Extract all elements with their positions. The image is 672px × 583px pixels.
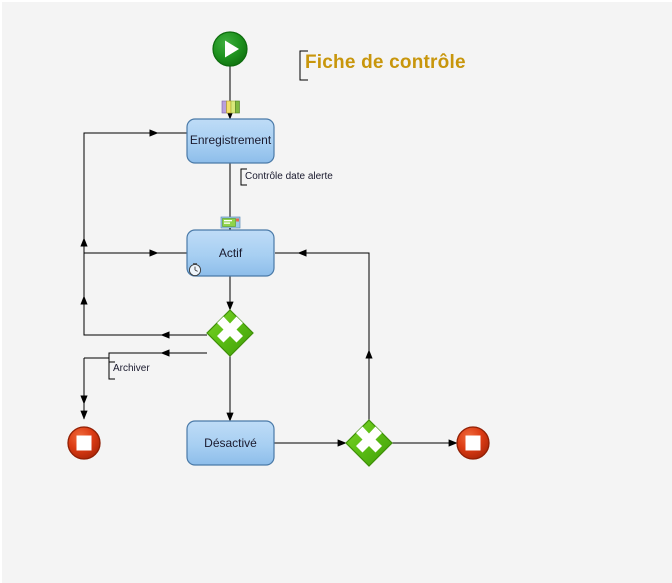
- node-gateway-bottom[interactable]: [345, 419, 393, 467]
- terminate-icon: [465, 435, 481, 451]
- node-gateway-top[interactable]: [206, 309, 254, 357]
- node-task-desactive[interactable]: [186, 420, 275, 466]
- edge-label-controle-date-alerte: Contrôle date alerte: [245, 171, 333, 182]
- node-start-event[interactable]: [212, 31, 248, 67]
- node-task-enregistrement[interactable]: [186, 118, 275, 164]
- complex-gateway-icon: [217, 316, 243, 343]
- node-task-actif[interactable]: [186, 229, 275, 277]
- timer-icon: [188, 263, 202, 277]
- label-bracket-title: [299, 50, 308, 81]
- edge-label-archiver: Archiver: [113, 363, 150, 374]
- label-bracket-archiver: [108, 361, 115, 380]
- form-icon: [220, 216, 241, 229]
- books-icon: [221, 100, 240, 114]
- terminate-icon: [76, 435, 92, 451]
- label-bracket-controle: [240, 168, 247, 186]
- diagram-title: Fiche de contrôle: [305, 52, 466, 73]
- flow-archiver-to-end-left: [108, 352, 207, 362]
- complex-gateway-icon: [356, 426, 382, 453]
- flow-gateway-bottom-to-actif: [275, 252, 370, 420]
- node-end-event-left[interactable]: [67, 426, 101, 460]
- play-icon: [225, 40, 239, 58]
- node-end-event-right[interactable]: [456, 426, 490, 460]
